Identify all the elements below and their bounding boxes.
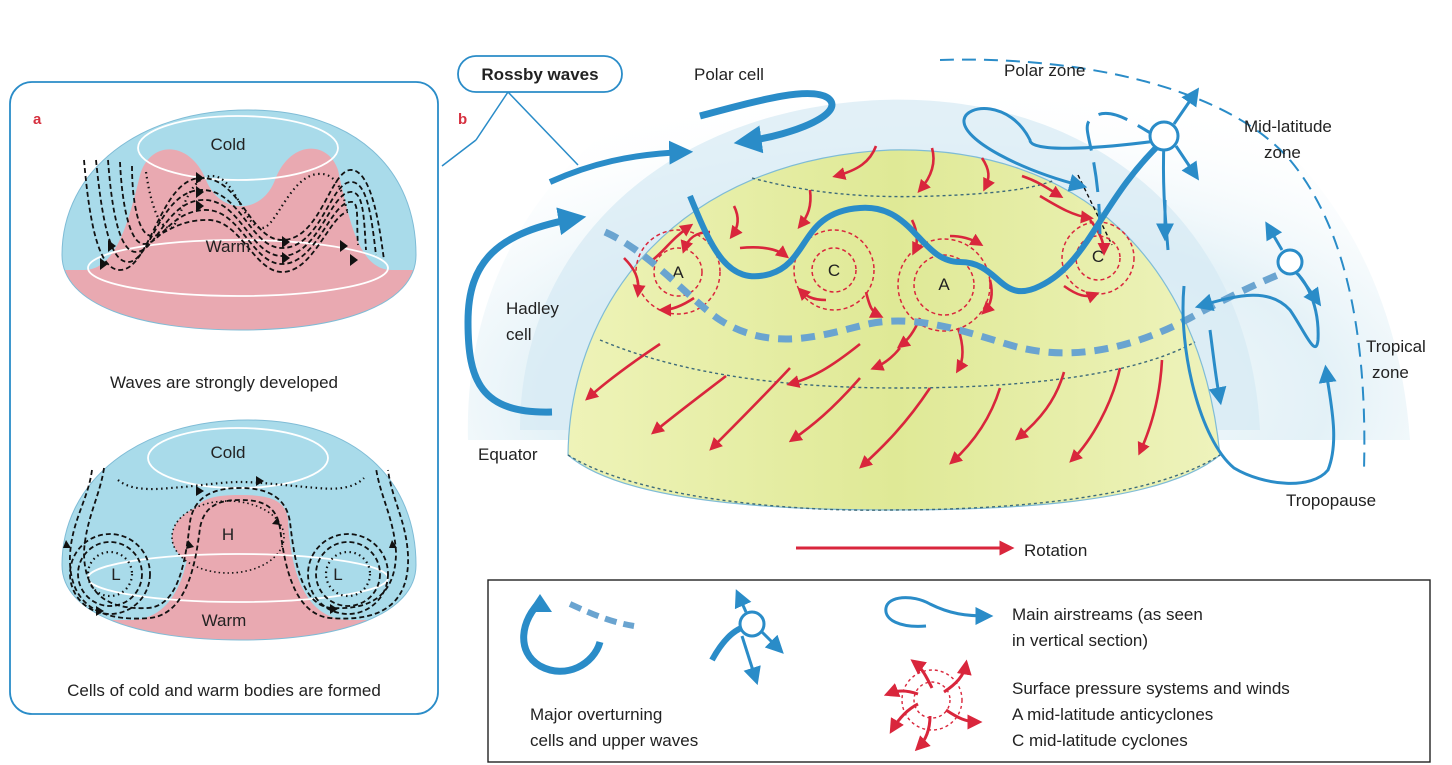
legend-surface-3: C mid-latitude cyclones <box>1012 731 1188 750</box>
legend-airstreams-1: Main airstreams (as seen <box>1012 605 1203 624</box>
hadley-label-1: Hadley <box>506 299 559 318</box>
low-left-label: L <box>111 565 120 584</box>
hadley-label-2: cell <box>506 325 532 344</box>
pressure-label-c1: C <box>828 261 840 280</box>
top-warm-label: Warm <box>206 237 251 256</box>
polar-zone-label: Polar zone <box>1004 61 1085 80</box>
panel-a-letter: a <box>33 111 42 128</box>
top-globe-caption: Waves are strongly developed <box>110 373 338 392</box>
legend-airstreams-2: in vertical section) <box>1012 631 1148 650</box>
pressure-label-a2: A <box>938 275 950 294</box>
high-pressure-label: H <box>222 525 234 544</box>
bottom-cold-label: Cold <box>211 443 246 462</box>
rossby-pointer <box>442 92 578 166</box>
rotation-label: Rotation <box>1024 541 1087 560</box>
legend-major-cells-2: cells and upper waves <box>530 731 698 750</box>
pressure-label-c2: C <box>1092 247 1104 266</box>
low-right-label: L <box>333 565 342 584</box>
equator-label: Equator <box>478 445 538 464</box>
mid-latitude-label-2: zone <box>1264 143 1301 162</box>
top-cold-label: Cold <box>211 135 246 154</box>
legend-surface-2: A mid-latitude anticyclones <box>1012 705 1213 724</box>
rossby-waves-label: Rossby waves <box>481 65 598 84</box>
mid-latitude-label-1: Mid-latitude <box>1244 117 1332 136</box>
tropopause-label: Tropopause <box>1286 491 1376 510</box>
polar-cell-label: Polar cell <box>694 65 764 84</box>
legend-surface-1: Surface pressure systems and winds <box>1012 679 1290 698</box>
bottom-globe-caption: Cells of cold and warm bodies are formed <box>67 681 381 700</box>
tropical-label-1: Tropical <box>1366 337 1426 356</box>
tropical-label-2: zone <box>1372 363 1409 382</box>
pressure-label-a1: A <box>672 263 684 282</box>
panel-b-letter: b <box>458 111 467 128</box>
legend-major-cells-1: Major overturning <box>530 705 662 724</box>
bottom-warm-label: Warm <box>202 611 247 630</box>
